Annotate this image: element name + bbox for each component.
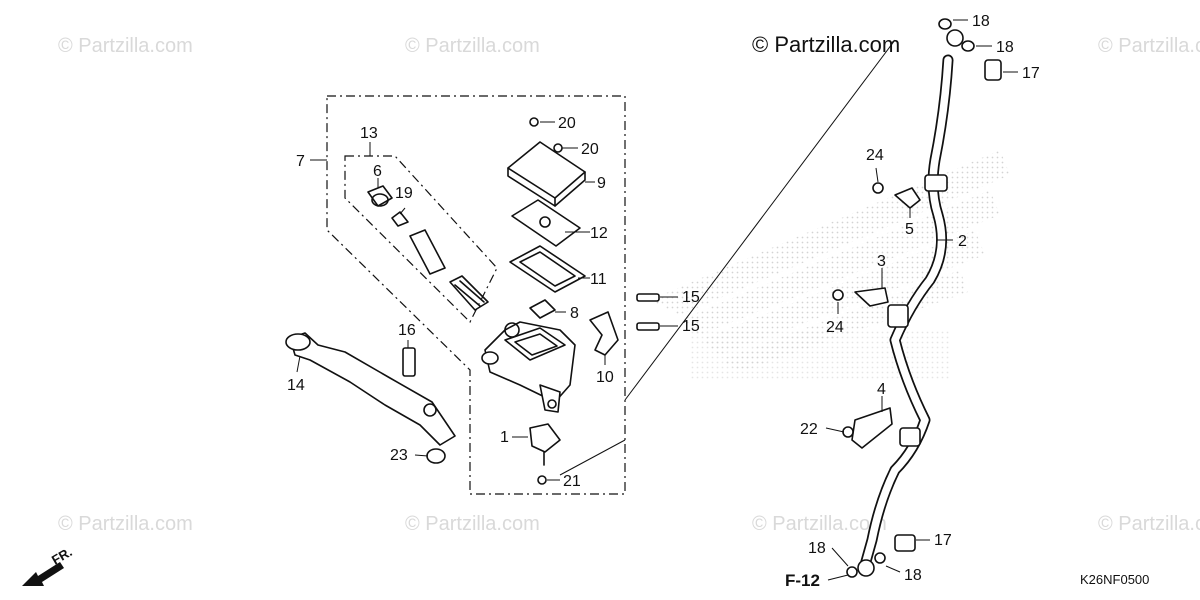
watermark-faint: © Partzilla.com bbox=[405, 35, 540, 57]
callout-4: 4 bbox=[877, 381, 886, 398]
callout-21: 21 bbox=[563, 473, 581, 490]
brake-hose bbox=[857, 29, 964, 577]
callout-20a: 20 bbox=[558, 115, 576, 132]
master-cylinder-body bbox=[481, 321, 576, 413]
washer-18c bbox=[846, 566, 858, 578]
pivot-bolt bbox=[402, 347, 416, 377]
bolt-24b bbox=[832, 289, 844, 301]
washer-18b bbox=[961, 40, 975, 52]
screw-21 bbox=[537, 475, 547, 485]
hose-guide-4 bbox=[851, 407, 893, 449]
banjo-bolt-17a bbox=[984, 59, 1002, 81]
watermark-faint: © Partzilla.com bbox=[58, 513, 193, 535]
screw-20a bbox=[529, 117, 539, 127]
callout-12: 12 bbox=[590, 225, 608, 242]
callout-16: 16 bbox=[398, 322, 416, 339]
reservoir-cap bbox=[507, 141, 586, 207]
assembly-outline bbox=[326, 95, 626, 495]
hose-clamp-5 bbox=[894, 187, 921, 209]
callout-5: 5 bbox=[905, 221, 914, 238]
reference-line bbox=[559, 439, 626, 476]
watermark-main: © Partzilla.com bbox=[752, 32, 900, 57]
callout-7: 7 bbox=[296, 153, 305, 170]
callout-11: 11 bbox=[590, 271, 607, 288]
bolt-22 bbox=[842, 426, 854, 438]
piston-assembly bbox=[367, 185, 489, 311]
honda-wing-logo-watermark bbox=[650, 150, 1010, 380]
callout-15b: 15 bbox=[682, 318, 700, 335]
pivot-nut bbox=[426, 448, 446, 464]
callout-14: 14 bbox=[287, 377, 305, 394]
callout-3: 3 bbox=[877, 253, 886, 270]
callout-9: 9 bbox=[597, 175, 606, 192]
watermark-faint: © Partzilla.com bbox=[752, 513, 887, 535]
bolt-24a bbox=[872, 182, 884, 194]
leader-lines bbox=[296, 19, 1018, 573]
diaphragm-plate bbox=[511, 199, 581, 247]
callout-19: 19 bbox=[395, 185, 413, 202]
callout-10: 10 bbox=[596, 369, 614, 386]
callout-15a: 15 bbox=[682, 289, 700, 306]
callout-24b: 24 bbox=[826, 319, 844, 336]
callout-6: 6 bbox=[373, 163, 382, 180]
screw-20b bbox=[553, 143, 563, 153]
direction-arrow: FR. bbox=[22, 544, 75, 586]
reference-label: F-12 bbox=[785, 571, 820, 590]
reference-line bbox=[624, 39, 896, 401]
banjo-bolt-17b bbox=[894, 534, 916, 552]
callout-20b: 20 bbox=[581, 141, 599, 158]
bolt-15b bbox=[636, 322, 660, 331]
callout-1: 1 bbox=[500, 429, 509, 446]
bolt-15a bbox=[636, 293, 660, 302]
diaphragm bbox=[509, 245, 586, 293]
callout-2: 2 bbox=[958, 233, 967, 250]
washer-18a bbox=[938, 18, 952, 30]
brake-lever bbox=[285, 332, 456, 446]
watermark-faint: © Partzilla.com bbox=[58, 35, 193, 57]
watermark-faint: © Partzilla.com bbox=[1098, 35, 1200, 57]
washer-18d bbox=[874, 552, 886, 564]
callout-17a: 17 bbox=[1022, 65, 1040, 82]
watermark-faint: © Partzilla.com bbox=[405, 513, 540, 535]
callout-22: 22 bbox=[800, 421, 818, 438]
reference-arrow bbox=[827, 574, 849, 581]
callout-17b: 17 bbox=[934, 532, 952, 549]
callout-18b: 18 bbox=[996, 39, 1014, 56]
clip bbox=[529, 299, 556, 319]
brake-switch bbox=[529, 423, 561, 466]
piston-kit-outline bbox=[344, 155, 498, 324]
callout-18c: 18 bbox=[808, 540, 826, 557]
direction-label: FR. bbox=[49, 544, 75, 567]
callout-24a: 24 bbox=[866, 147, 884, 164]
hose-clamp bbox=[589, 311, 619, 356]
diagram-code: K26NF0500 bbox=[1080, 572, 1149, 587]
callout-18a: 18 bbox=[972, 13, 990, 30]
callout-18d: 18 bbox=[904, 567, 922, 584]
watermark-faint: © Partzilla.com bbox=[1098, 513, 1200, 535]
hose-guide-3 bbox=[854, 287, 889, 307]
callout-23: 23 bbox=[390, 447, 408, 464]
callout-13: 13 bbox=[360, 125, 378, 142]
callout-8: 8 bbox=[570, 305, 579, 322]
